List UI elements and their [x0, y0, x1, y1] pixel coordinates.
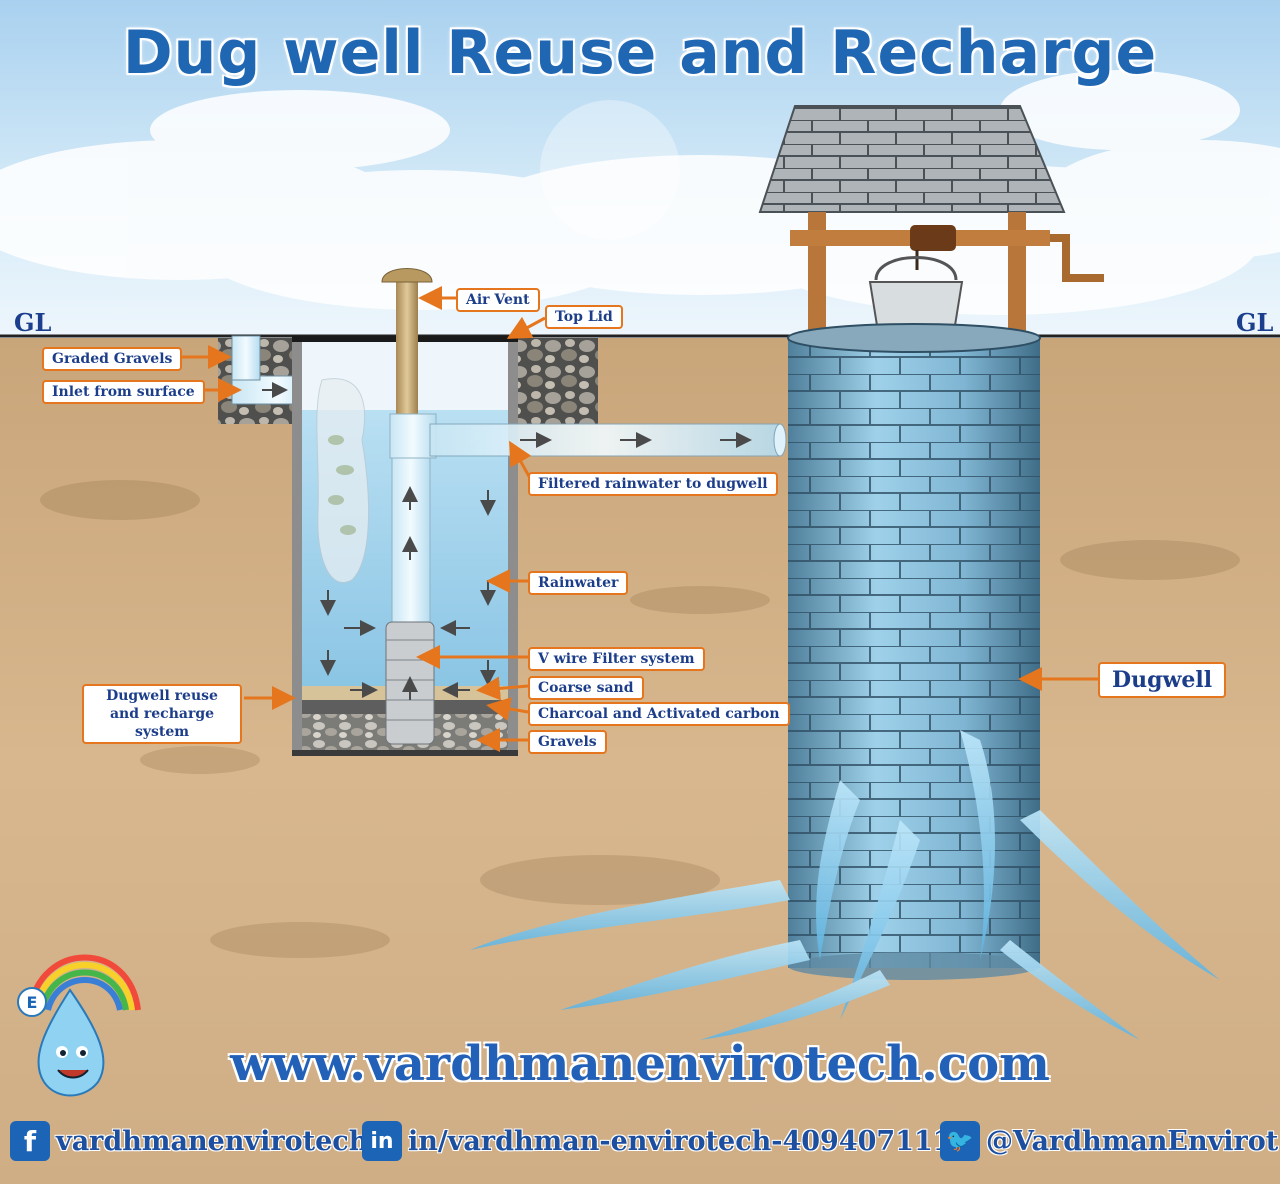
filter-bag: [316, 378, 370, 583]
bucket-handle: [874, 256, 958, 281]
social-bar: f vardhmanenvirotech in in/vardhman-envi…: [0, 1116, 1280, 1166]
page-title: Dug well Reuse and Recharge: [122, 18, 1158, 88]
graded-gravels-right: [514, 338, 598, 424]
facebook-link[interactable]: f vardhmanenvirotech: [10, 1116, 368, 1166]
facebook-icon: f: [10, 1121, 50, 1161]
crank-handle: [1050, 234, 1104, 282]
linkedin-icon: in: [362, 1121, 402, 1161]
recharge-streams: [470, 730, 1220, 1040]
tee-fitting: [389, 413, 437, 459]
top-lid-label: Top Lid: [545, 305, 623, 329]
flow-arrows: [262, 382, 752, 700]
filtered-rainwater-label: Filtered rainwater to dugwell: [528, 472, 778, 496]
graded-gravels-label: Graded Gravels: [42, 347, 183, 371]
dugwell-label: Dugwell: [1098, 662, 1227, 698]
system-label: Dugwell reuse and recharge system: [82, 684, 242, 744]
air-vent-label: Air Vent: [456, 288, 540, 312]
charcoal-label: Charcoal and Activated carbon: [528, 702, 790, 726]
website-url[interactable]: www.vardhmanenvirotech.com: [230, 1036, 1050, 1092]
tank-wall-left: [292, 340, 302, 752]
tank-wall-right: [508, 340, 518, 752]
inlet-riser: [231, 335, 261, 381]
v-wire-filter-label: V wire Filter system: [528, 647, 705, 671]
svg-text:E: E: [27, 993, 38, 1012]
filter-bag-debris: [328, 435, 356, 535]
rainwater-label: Rainwater: [528, 571, 629, 595]
air-vent-cap: [381, 268, 433, 283]
linkedin-handle: in/vardhman-envirotech-4094071115: [408, 1125, 971, 1157]
inlet-label: Inlet from surface: [42, 380, 205, 404]
dugwell-bottom: [788, 952, 1040, 980]
twitter-icon: 🐦: [940, 1121, 980, 1161]
gravels-label: Gravels: [528, 730, 607, 754]
outlet-pipe-end: [773, 423, 787, 457]
ground-level-label-left: GL: [14, 308, 52, 337]
dugwell-rim: [787, 323, 1041, 353]
twitter-handle: @VardhmanEnvirot: [986, 1125, 1279, 1157]
facebook-handle: vardhmanenvirotech: [56, 1125, 369, 1157]
rope-drum: [910, 225, 956, 251]
linkedin-link[interactable]: in in/vardhman-envirotech-4094071115: [362, 1116, 970, 1166]
air-vent-pipe: [396, 280, 418, 420]
soil-texture: [40, 480, 1240, 958]
mascot: E: [17, 954, 141, 1097]
well-roof: [758, 105, 1066, 213]
coarse-sand-label: Coarse sand: [528, 676, 644, 700]
tank-base: [292, 750, 518, 756]
sun-glow: [540, 100, 680, 240]
callout-arrows: [178, 286, 1098, 752]
ground-level-label-right: GL: [1236, 308, 1274, 337]
twitter-link[interactable]: 🐦 @VardhmanEnvirot: [940, 1116, 1278, 1166]
